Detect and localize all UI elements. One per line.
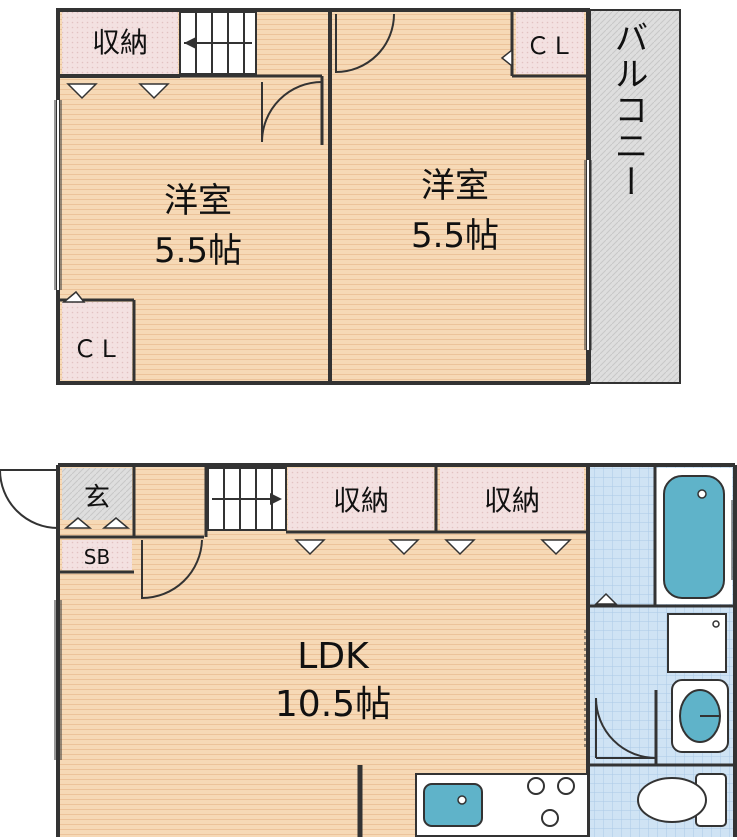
washer-space-icon bbox=[667, 613, 727, 673]
closet-upper-right-label: ＣＬ bbox=[526, 32, 574, 60]
room-right-name: 洋室 bbox=[421, 166, 489, 206]
upper-windows bbox=[57, 100, 589, 350]
stove-icon bbox=[527, 777, 575, 827]
storage-upper-label: 収納 bbox=[92, 26, 148, 59]
kitchen-counter bbox=[415, 773, 589, 837]
upper-doors bbox=[261, 13, 395, 143]
balcony bbox=[589, 9, 681, 384]
storage-lower-2-label: 収納 bbox=[484, 484, 540, 517]
shoe-box-label: SB bbox=[84, 545, 110, 569]
entrance bbox=[62, 468, 132, 520]
lower-windows bbox=[54, 500, 733, 760]
room-left-name: 洋室 bbox=[164, 181, 232, 221]
storage-upper bbox=[62, 12, 178, 74]
shoe-box bbox=[62, 540, 132, 570]
stairs-arrow-icon bbox=[184, 37, 196, 49]
upper-window-frames bbox=[54, 100, 592, 350]
room-left-size: 5.5帖 bbox=[154, 231, 242, 271]
stairs-arrow-down-icon bbox=[270, 493, 282, 505]
stairs-upper bbox=[179, 11, 257, 75]
upper-closet-doors bbox=[61, 48, 513, 303]
balcony-label: バルコニー bbox=[608, 20, 648, 200]
toilet-icon bbox=[637, 773, 727, 827]
entrance-label: 玄 bbox=[84, 483, 110, 513]
lower-closet-doors bbox=[63, 517, 618, 605]
storage-lower-1-label: 収納 bbox=[333, 484, 389, 517]
entrance-door bbox=[0, 469, 59, 529]
ldk-name: LDK bbox=[297, 636, 370, 677]
storage-lower-2 bbox=[440, 468, 584, 530]
lower-floor: 玄 SB 収納 収納 LDK 10.5帖 bbox=[0, 463, 737, 837]
closet-upper-left bbox=[62, 302, 132, 380]
lower-doors bbox=[141, 539, 657, 759]
stairs-lower bbox=[207, 467, 287, 531]
upper-floor: 収納 ＣＬ ＣＬ 洋室 5.5帖 洋室 5.5帖 バルコニー bbox=[54, 8, 681, 385]
room-right-size: 5.5帖 bbox=[411, 216, 499, 256]
closet-upper-left-label: ＣＬ bbox=[73, 335, 121, 363]
storage-lower-1 bbox=[288, 468, 434, 530]
sink-icon bbox=[423, 783, 483, 827]
ldk-size: 10.5帖 bbox=[275, 684, 391, 725]
closet-upper-right bbox=[516, 12, 584, 74]
bathtub-icon bbox=[663, 475, 725, 599]
